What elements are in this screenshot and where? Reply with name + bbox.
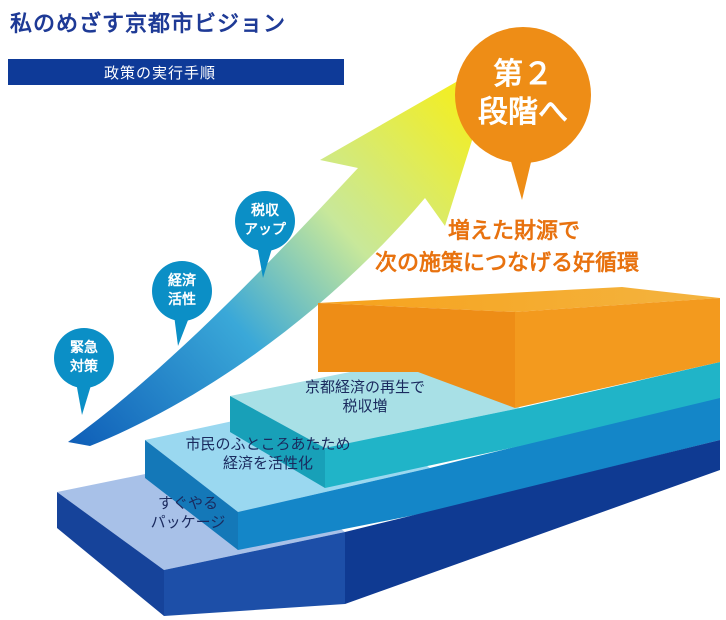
pin-2-marker	[152, 261, 212, 346]
step-2-line2: 経済を活性化	[222, 454, 313, 472]
subtitle-bar: 政策の実行手順	[8, 59, 344, 85]
step-2-front	[238, 396, 720, 550]
stage-line1: 第２	[493, 57, 553, 92]
stage-bubble	[455, 27, 591, 200]
pin-3-line1: 税収	[251, 203, 279, 219]
pin-1-marker	[54, 328, 114, 415]
stage-line2: 段階へ	[478, 95, 568, 130]
orange-block-top	[318, 287, 720, 312]
step-1-line2: パッケージ	[150, 513, 226, 531]
pin-3-line2: アップ	[244, 222, 286, 238]
pin-2-line1: 経済	[168, 273, 196, 289]
page-title: 私のめざす京都市ビジョン	[10, 12, 287, 37]
step-3-line1: 京都経済の再生で	[304, 378, 425, 396]
step-2-line1: 市民のふところあたため	[185, 435, 351, 453]
step-1-line1: すぐやる	[157, 494, 218, 512]
pin-2-line2: 活性	[168, 292, 196, 308]
orange-block-front	[318, 303, 515, 408]
pin-economy: 経済 活性	[152, 272, 212, 310]
step-3-left	[230, 396, 325, 488]
stage-next: 第２ 段階へ	[453, 56, 593, 132]
pin-1-line2: 対策	[70, 359, 98, 375]
orange-block-side	[515, 298, 720, 408]
caption-line1: 増えた財源で	[448, 219, 581, 244]
base-band-navy	[345, 440, 720, 604]
step-3-label: 京都経済の再生で 税収増	[280, 378, 450, 416]
pin-tax: 税収 アップ	[235, 202, 295, 240]
step-2-left	[145, 440, 238, 550]
step-2-label: 市民のふところあたため 経済を活性化	[168, 435, 368, 473]
step-3-line2: 税収増	[342, 397, 388, 415]
pin-1-line1: 緊急	[70, 340, 98, 356]
pin-emergency: 緊急 対策	[54, 339, 114, 377]
step-1-left	[57, 492, 164, 616]
step-1-front	[164, 532, 345, 616]
step-1-label: すぐやる パッケージ	[118, 494, 258, 532]
pin-3-marker	[235, 191, 295, 278]
rising-arrow	[68, 58, 498, 446]
subtitle-text: 政策の実行手順	[104, 64, 217, 82]
caption-line2: 次の施策につなげる好循環	[375, 251, 640, 276]
step-3-front	[325, 362, 720, 488]
